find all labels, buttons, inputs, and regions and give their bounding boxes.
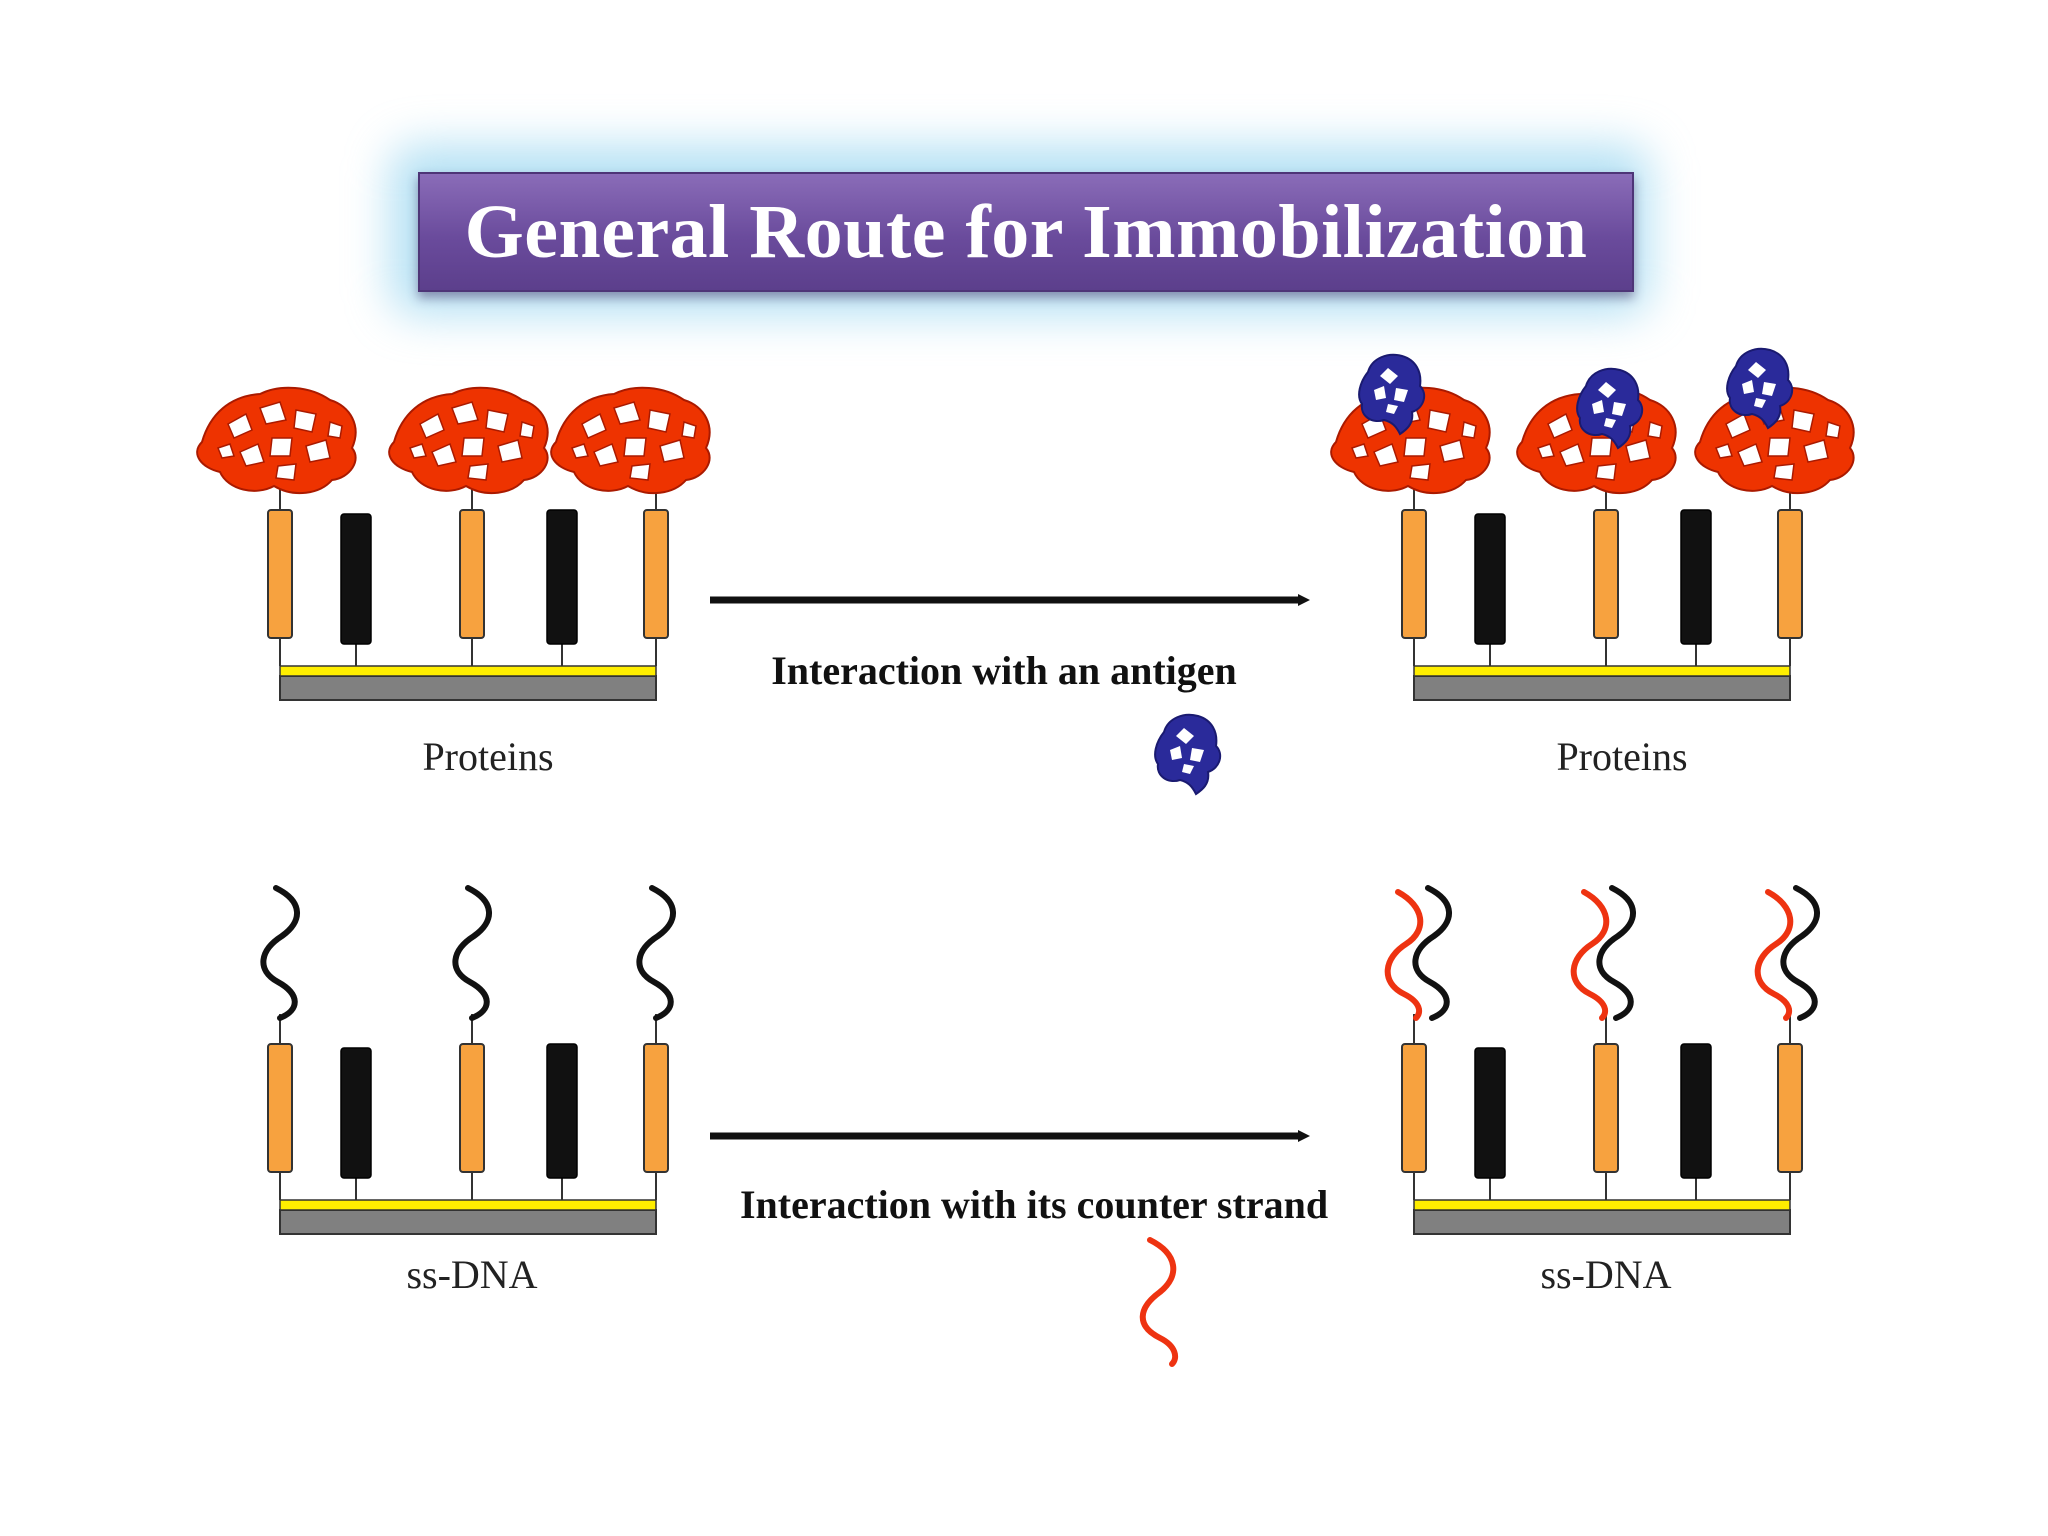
row-dna-right: ss-DNA xyxy=(1384,888,1817,1297)
row-proteins-right: Proteins xyxy=(1330,347,1855,779)
arrow-antigen: Interaction with an antigen xyxy=(710,594,1310,795)
dna-strand-icon xyxy=(1384,889,1424,1021)
protein-blob-icon xyxy=(388,386,549,495)
protein-blob-icon xyxy=(196,386,357,495)
row-proteins-left: Proteins xyxy=(196,386,711,779)
arrow-label-antigen: Interaction with an antigen xyxy=(771,648,1237,693)
left-label-dna: ss-DNA xyxy=(406,1252,537,1297)
left-label-proteins: Proteins xyxy=(422,734,553,779)
row-dna-left: ss-DNA xyxy=(263,888,673,1297)
title-banner: General Route for Immobilization xyxy=(418,172,1634,292)
dna-strand-icon xyxy=(639,888,673,1018)
right-label-dna: ss-DNA xyxy=(1540,1252,1671,1297)
antigen-icon xyxy=(1154,713,1222,795)
dna-strand-icon xyxy=(1754,889,1794,1021)
dna-strand-icon xyxy=(1139,1237,1179,1367)
dna-strand-icon xyxy=(455,888,489,1018)
arrow-counter-strand: Interaction with its counter strand xyxy=(710,1130,1328,1367)
right-label-proteins: Proteins xyxy=(1556,734,1687,779)
dna-strand-icon xyxy=(1415,888,1449,1018)
dna-strand-icon xyxy=(1570,889,1610,1021)
page-title: General Route for Immobilization xyxy=(464,189,1588,274)
arrow-label-counter-strand: Interaction with its counter strand xyxy=(740,1182,1328,1227)
protein-blob-icon xyxy=(550,386,711,495)
dna-strand-icon xyxy=(263,888,297,1018)
